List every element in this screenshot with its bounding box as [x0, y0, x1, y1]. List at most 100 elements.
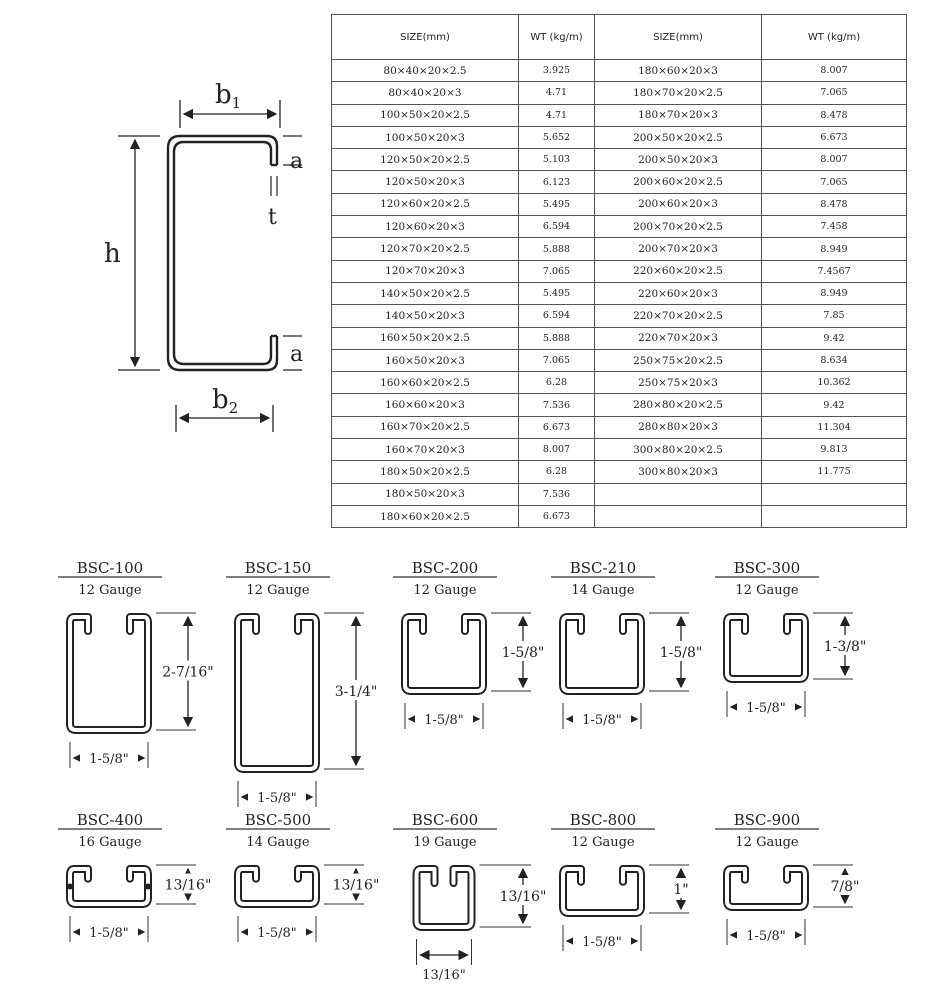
size-cell: 300×80×20×2.5	[594, 438, 762, 462]
size-cell: 160×60×20×3	[331, 393, 519, 417]
width-label: 1-5/8"	[89, 752, 129, 767]
header-wt-1: WT (kg/m)	[518, 14, 595, 60]
weight-cell: 6.28	[518, 371, 595, 395]
size-cell: 180×60×20×3	[594, 58, 762, 83]
size-cell: 200×70×20×2.5	[594, 215, 762, 239]
width-label: 1-5/8"	[582, 935, 622, 950]
size-cell: 180×50×20×3	[331, 482, 519, 506]
size-cell: 280×80×20×2.5	[594, 393, 762, 417]
t-label: t	[268, 205, 277, 230]
weight-cell: 7.065	[518, 348, 595, 373]
size-cell: 160×50×20×3	[331, 348, 519, 373]
size-cell: 140×50×20×3	[331, 304, 519, 328]
height-label: 7/8"	[831, 879, 860, 895]
size-cell: 120×60×20×2.5	[331, 192, 519, 217]
weight-cell: 6.673	[518, 504, 595, 529]
weight-cell	[761, 504, 907, 529]
size-cell: 120×50×20×3	[331, 170, 519, 194]
profile-name: BSC-200	[412, 559, 478, 577]
size-cell: 250×75×20×3	[594, 371, 762, 395]
weight-cell: 11.304	[761, 415, 907, 440]
size-cell: 220×60×20×3	[594, 281, 762, 306]
weight-cell: 7.536	[518, 393, 595, 417]
a-top-dimension	[283, 135, 302, 166]
weight-cell: 9.42	[761, 326, 907, 350]
size-cell: 200×50×20×3	[594, 148, 762, 172]
size-cell: 100×50×20×3	[331, 125, 519, 150]
size-cell	[594, 504, 762, 529]
weight-cell: 6.594	[518, 215, 595, 239]
b2-label: b2	[212, 385, 238, 417]
size-cell: 80×40×20×3	[331, 81, 519, 105]
weight-cell: 3.925	[518, 58, 595, 83]
weight-cell: 4.71	[518, 103, 595, 127]
size-cell: 220×70×20×2.5	[594, 304, 762, 328]
channel-shape	[66, 865, 152, 908]
size-cell: 220×60×20×2.5	[594, 259, 762, 283]
height-label: 1-5/8"	[502, 645, 545, 661]
height-label: 1-3/8"	[824, 639, 867, 655]
profile-gauge: 12 Gauge	[735, 583, 799, 598]
size-cell: 300×80×20×3	[594, 460, 762, 484]
weight-cell: 7.458	[761, 215, 907, 239]
size-cell: 100×50×20×2.5	[331, 103, 519, 127]
size-cell: 280×80×20×3	[594, 415, 762, 440]
header-size-1: SIZE(mm)	[331, 14, 519, 60]
weight-cell: 5.103	[518, 148, 595, 172]
profile-name: BSC-900	[734, 811, 800, 829]
channel-shape	[66, 613, 152, 734]
width-label: 1-5/8"	[746, 929, 786, 944]
weight-cell: 7.065	[518, 259, 595, 283]
header-wt-2: WT (kg/m)	[761, 14, 907, 60]
size-cell: 120×70×20×3	[331, 259, 519, 283]
width-label: 1-5/8"	[582, 713, 622, 728]
size-cell: 180×50×20×2.5	[331, 460, 519, 484]
weight-cell: 6.123	[518, 170, 595, 194]
a-bottom-label: a	[290, 342, 303, 367]
dimple-mark	[145, 883, 151, 890]
weight-cell: 11.775	[761, 460, 907, 484]
weight-cell: 5.888	[518, 326, 595, 350]
h-label: h	[104, 239, 121, 269]
b2-dimension	[175, 405, 274, 432]
header-size-2: SIZE(mm)	[594, 14, 762, 60]
c-section-diagram: b1 h a a t b2	[104, 80, 303, 432]
size-cell: 160×50×20×2.5	[331, 326, 519, 350]
c-section-profile	[166, 134, 279, 372]
size-cell: 160×70×20×3	[331, 438, 519, 462]
profile-gauge: 12 Gauge	[246, 583, 310, 598]
profile-name: BSC-800	[570, 811, 636, 829]
weight-cell: 8.634	[761, 348, 907, 373]
profile-gauge: 12 Gauge	[78, 583, 142, 598]
size-cell: 200×50×20×2.5	[594, 125, 762, 150]
width-label: 1-5/8"	[257, 926, 297, 941]
weight-cell: 8.007	[761, 148, 907, 172]
weight-cell	[761, 482, 907, 506]
width-label: 1-5/8"	[257, 791, 297, 806]
width-label: 1-5/8"	[746, 701, 786, 716]
weight-cell: 8.949	[761, 281, 907, 306]
a-bottom-dimension	[283, 335, 302, 371]
weight-cell: 6.28	[518, 460, 595, 484]
height-label: 13/16"	[165, 878, 212, 894]
channel-shape	[723, 865, 809, 911]
